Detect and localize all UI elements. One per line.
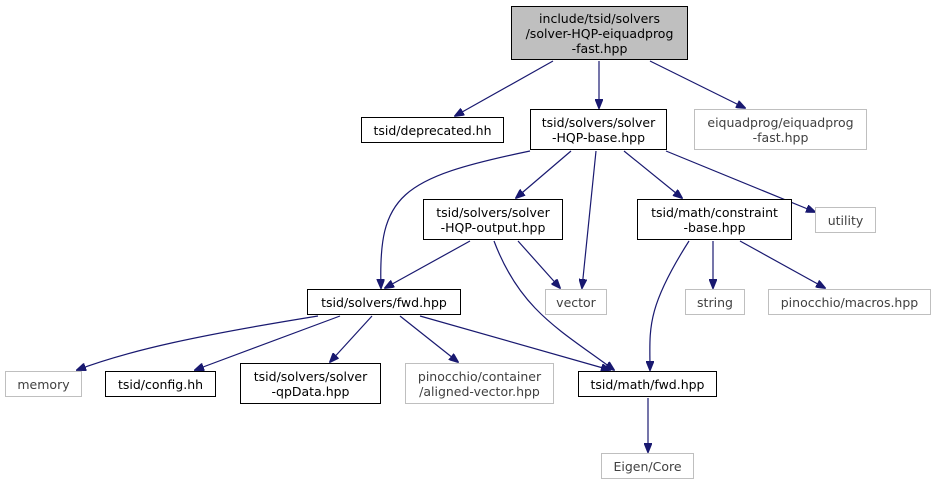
node-label-line: vector	[556, 294, 596, 310]
node-label-line: -base.hpp	[683, 219, 746, 235]
node-label-line: -HQP-output.hpp	[440, 219, 546, 235]
node-qpdata[interactable]: tsid/solvers/solver-qpData.hpp	[240, 363, 381, 404]
edge-constraint-base-to-macros	[739, 240, 825, 288]
edge-solvers-fwd-to-aligned-vector	[399, 315, 458, 362]
node-macros[interactable]: pinocchio/macros.hpp	[768, 289, 931, 315]
node-label-line: include/tsid/solvers	[539, 10, 660, 26]
node-memory[interactable]: memory	[5, 371, 82, 397]
node-label-line: /aligned-vector.hpp	[419, 383, 540, 399]
edge-layer	[77, 60, 825, 452]
edge-solvers-fwd-to-qpdata	[330, 315, 373, 362]
node-label-line: eiquadprog/eiquadprog	[707, 114, 854, 130]
node-label-line: tsid/solvers/fwd.hpp	[321, 294, 447, 310]
node-eiquadprog[interactable]: eiquadprog/eiquadprog-fast.hpp	[694, 109, 867, 150]
node-string[interactable]: string	[685, 289, 745, 315]
node-math-fwd[interactable]: tsid/math/fwd.hpp	[578, 371, 717, 397]
node-label-line: tsid/config.hh	[117, 376, 204, 392]
node-label-line: Eigen/Core	[613, 458, 682, 474]
node-label-line: tsid/math/fwd.hpp	[590, 376, 705, 392]
node-label-line: -fast.hpp	[571, 40, 628, 56]
node-constraint-base[interactable]: tsid/math/constraint-base.hpp	[637, 199, 792, 240]
node-solvers-fwd[interactable]: tsid/solvers/fwd.hpp	[307, 289, 461, 315]
node-label-line: tsid/solvers/solver	[541, 114, 656, 130]
node-eigen-core[interactable]: Eigen/Core	[601, 453, 694, 479]
node-hqp-base[interactable]: tsid/solvers/solver-HQP-base.hpp	[530, 109, 667, 150]
edge-solvers-fwd-to-config	[195, 315, 341, 370]
node-vector[interactable]: vector	[545, 289, 607, 315]
node-label-line: utility	[827, 212, 864, 228]
node-root[interactable]: include/tsid/solvers/solver-HQP-eiquadpr…	[511, 6, 688, 60]
edge-hqp-base-to-hqp-output	[516, 150, 572, 198]
edge-hqp-output-to-math-fwd	[493, 240, 614, 370]
edge-solvers-fwd-to-memory	[77, 315, 319, 370]
edge-constraint-base-to-math-fwd	[650, 240, 690, 370]
edge-root-to-eiquadprog	[649, 60, 745, 108]
node-label-line: pinocchio/container	[417, 368, 542, 384]
node-label-line: tsid/deprecated.hh	[373, 122, 492, 138]
node-label-line: -fast.hpp	[752, 129, 809, 145]
node-utility[interactable]: utility	[815, 207, 876, 233]
node-label-line: tsid/solvers/solver	[253, 368, 368, 384]
edge-hqp-output-to-vector	[517, 240, 560, 288]
node-label-line: tsid/math/constraint	[651, 204, 778, 220]
node-label-line: -HQP-base.hpp	[551, 129, 646, 145]
node-config[interactable]: tsid/config.hh	[105, 371, 216, 397]
node-label-line: string	[697, 294, 733, 310]
edge-hqp-base-to-constraint-base	[623, 150, 682, 198]
node-label-line: tsid/solvers/solver	[436, 204, 550, 220]
node-deprecated[interactable]: tsid/deprecated.hh	[361, 117, 504, 143]
node-label-line: pinocchio/macros.hpp	[780, 294, 919, 310]
node-label-line: memory	[17, 376, 70, 392]
node-hqp-output[interactable]: tsid/solvers/solver-HQP-output.hpp	[423, 199, 563, 240]
edge-solvers-fwd-to-math-fwd	[419, 315, 610, 370]
node-aligned-vector[interactable]: pinocchio/container/aligned-vector.hpp	[405, 363, 554, 404]
edge-root-to-deprecated	[455, 60, 554, 116]
node-label-line: -qpData.hpp	[271, 383, 350, 399]
edge-hqp-base-to-solvers-fwd	[381, 150, 531, 288]
edge-hqp-output-to-solvers-fwd	[385, 240, 471, 288]
edge-hqp-base-to-vector	[582, 150, 597, 288]
node-label-line: /solver-HQP-eiquadprog	[525, 25, 674, 41]
